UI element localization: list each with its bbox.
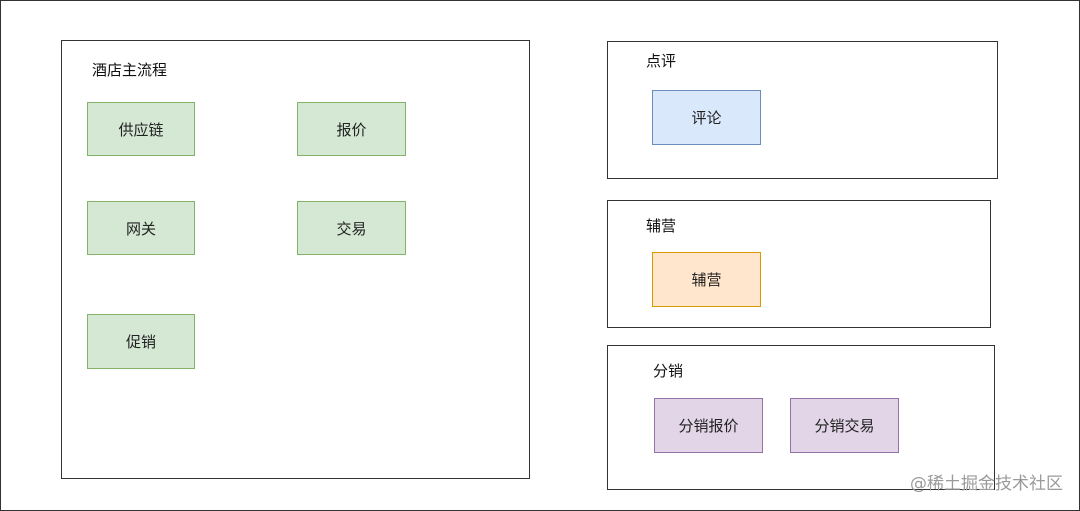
node-transaction: 交易 (297, 201, 406, 255)
watermark-text: @稀土掘金技术社区 (910, 474, 1063, 494)
group-aux-ops: 辅营 辅营 (607, 200, 991, 328)
node-quote: 报价 (297, 102, 406, 156)
group-distribution: 分销 分销报价 分销交易 (607, 345, 995, 490)
group-aux-ops-title: 辅营 (646, 217, 677, 235)
node-promotion: 促销 (87, 314, 195, 369)
node-comment: 评论 (652, 90, 761, 145)
group-hotel-main: 酒店主流程 供应链 报价 网关 交易 促销 (61, 40, 530, 479)
group-hotel-main-title: 酒店主流程 (92, 61, 168, 79)
node-supply-chain: 供应链 (87, 102, 195, 156)
node-aux-ops: 辅营 (652, 252, 761, 307)
group-review-title: 点评 (646, 52, 677, 70)
node-gateway: 网关 (87, 201, 195, 255)
node-distribution-transaction: 分销交易 (790, 398, 899, 453)
group-distribution-title: 分销 (653, 362, 684, 380)
group-review: 点评 评论 (607, 41, 998, 179)
node-distribution-quote: 分销报价 (654, 398, 763, 453)
